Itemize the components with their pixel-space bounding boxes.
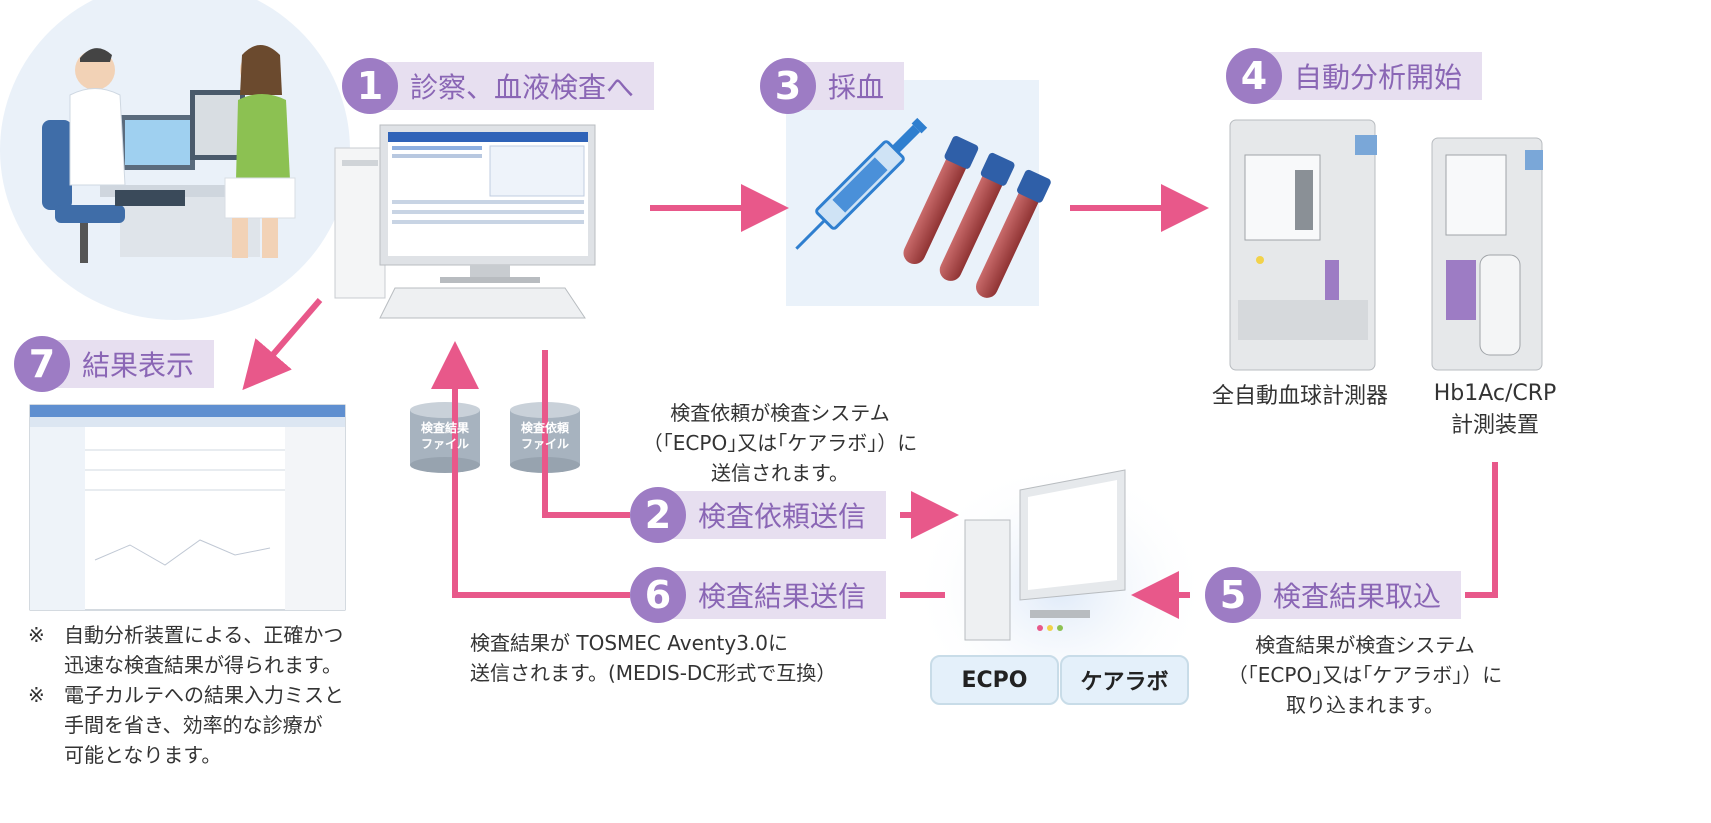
step-6-result-send: 6 検査結果送信 bbox=[630, 567, 887, 623]
step-2-label: 検査依頼送信 bbox=[664, 491, 887, 539]
notes-block: ※ 自動分析装置による、正確かつ 迅速な検査結果が得られます。 ※ 電子カルテへ… bbox=[28, 620, 368, 770]
result-file-label: 検査結果 ファイル bbox=[410, 420, 480, 452]
result-imported-caption: 検査結果が検査システム （｢ECPO｣又は｢ケアラボ｣）に 取り込まれます。 bbox=[1215, 630, 1515, 720]
arrow-result-send bbox=[431, 341, 630, 598]
request-sent-caption-line1: 検査依頼が検査システム bbox=[670, 401, 890, 425]
step-4-label: 自動分析開始 bbox=[1260, 52, 1483, 100]
step-1-number: 1 bbox=[342, 58, 398, 114]
step-5-number: 5 bbox=[1205, 567, 1261, 623]
result-imported-caption-line3: 取り込まれます。 bbox=[1286, 693, 1444, 717]
arrow-request-send bbox=[542, 350, 630, 518]
step-6-number: 6 bbox=[630, 567, 686, 623]
note-2-line3: 可能となります。 bbox=[64, 743, 222, 767]
hba1c-crp-label-line2: 計測装置 bbox=[1450, 413, 1539, 438]
step-3-number: 3 bbox=[760, 58, 816, 114]
result-sent-caption-line1: 検査結果が TOSMEC Aventy3.0に bbox=[470, 631, 789, 655]
note-item-2: ※ 電子カルテへの結果入力ミスと 手間を省き、効率的な診療が 可能となります。 bbox=[28, 680, 368, 770]
step-7-number: 7 bbox=[14, 336, 70, 392]
carelab-tag: ケアラボ bbox=[1060, 655, 1189, 705]
step-4-auto-analysis: 4 自動分析開始 bbox=[1226, 48, 1483, 104]
hba1c-crp-device bbox=[1431, 137, 1543, 371]
note-2-line2: 手間を省き、効率的な診療が bbox=[64, 713, 323, 737]
note-1-mark: ※ bbox=[28, 623, 45, 647]
hba1c-crp-label: Hb1Ac/CRP 計測装置 bbox=[1415, 378, 1575, 442]
doctor-patient-illustration bbox=[0, 0, 350, 320]
result-imported-caption-line2: （｢ECPO｣又は｢ケアラボ｣）に bbox=[1227, 663, 1503, 687]
result-file-label-line1: 検査結果 bbox=[420, 421, 469, 435]
request-file-label: 検査依頼 ファイル bbox=[510, 420, 580, 452]
note-1-line1: 自動分析装置による、正確かつ bbox=[64, 623, 344, 647]
request-file-label-line1: 検査依頼 bbox=[520, 421, 569, 435]
arrow-1-to-7 bbox=[242, 298, 323, 391]
note-2-mark: ※ bbox=[28, 683, 45, 707]
step-2-request-send: 2 検査依頼送信 bbox=[630, 487, 887, 543]
result-imported-caption-line1: 検査結果が検査システム bbox=[1255, 633, 1475, 657]
step-7-label: 結果表示 bbox=[48, 340, 215, 388]
step-5-label: 検査結果取込 bbox=[1239, 571, 1462, 619]
note-item-1: ※ 自動分析装置による、正確かつ 迅速な検査結果が得られます。 bbox=[28, 620, 368, 680]
step-2-number: 2 bbox=[630, 487, 686, 543]
step-1-consultation: 1 診察、血液検査へ bbox=[342, 58, 655, 114]
result-sent-caption: 検査結果が TOSMEC Aventy3.0に 送信されます。(MEDIS-DC… bbox=[470, 628, 890, 688]
step-6-label: 検査結果送信 bbox=[664, 571, 887, 619]
step-3-blood-draw: 3 採血 bbox=[760, 58, 905, 114]
ecpo-tag: ECPO bbox=[930, 655, 1059, 705]
result-sent-caption-line2: 送信されます。(MEDIS-DC形式で互換） bbox=[470, 661, 837, 685]
step-5-result-import: 5 検査結果取込 bbox=[1205, 567, 1462, 623]
flow-arrows bbox=[242, 184, 1498, 619]
request-sent-caption: 検査依頼が検査システム （｢ECPO｣又は｢ケアラボ｣）に 送信されます。 bbox=[630, 398, 930, 488]
hba1c-crp-label-line1: Hb1Ac/CRP bbox=[1433, 381, 1557, 406]
request-file-label-line2: ファイル bbox=[520, 437, 569, 451]
note-2-line1: 電子カルテへの結果入力ミスと bbox=[64, 683, 344, 707]
step-1-label: 診察、血液検査へ bbox=[376, 62, 655, 110]
result-screen-illustration bbox=[29, 404, 346, 611]
result-file-label-line2: ファイル bbox=[420, 437, 469, 451]
blood-counter-label: 全自動血球計測器 bbox=[1211, 384, 1388, 409]
blood-counter-device bbox=[1229, 119, 1377, 371]
desktop-pc-illustration bbox=[334, 124, 596, 319]
result-file-cylinder bbox=[410, 402, 480, 473]
request-sent-caption-line3: 送信されます。 bbox=[711, 461, 849, 485]
blood-draw-illustration bbox=[786, 80, 1051, 306]
request-sent-caption-line2: （｢ECPO｣又は｢ケアラボ｣）に bbox=[642, 431, 918, 455]
note-1-line2: 迅速な検査結果が得られます。 bbox=[64, 653, 342, 677]
step-4-number: 4 bbox=[1226, 48, 1282, 104]
arrow-analyzer-to-ecpo bbox=[1465, 462, 1498, 598]
step-7-result-display: 7 結果表示 bbox=[14, 336, 215, 392]
